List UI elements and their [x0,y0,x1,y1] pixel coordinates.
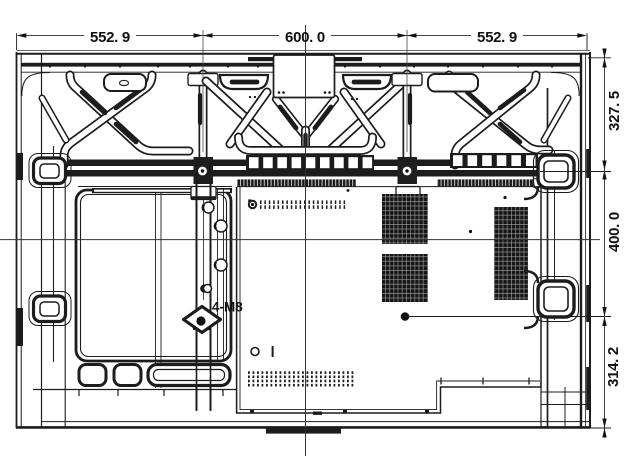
svg-text:552. 9: 552. 9 [90,29,130,46]
svg-text:327. 5: 327. 5 [606,91,623,131]
svg-text:314. 2: 314. 2 [605,347,622,387]
svg-text:4-M8: 4-M8 [212,300,243,315]
svg-text:600. 0: 600. 0 [285,29,325,46]
svg-text:552. 9: 552. 9 [477,29,517,46]
svg-text:400. 0: 400. 0 [606,212,623,252]
